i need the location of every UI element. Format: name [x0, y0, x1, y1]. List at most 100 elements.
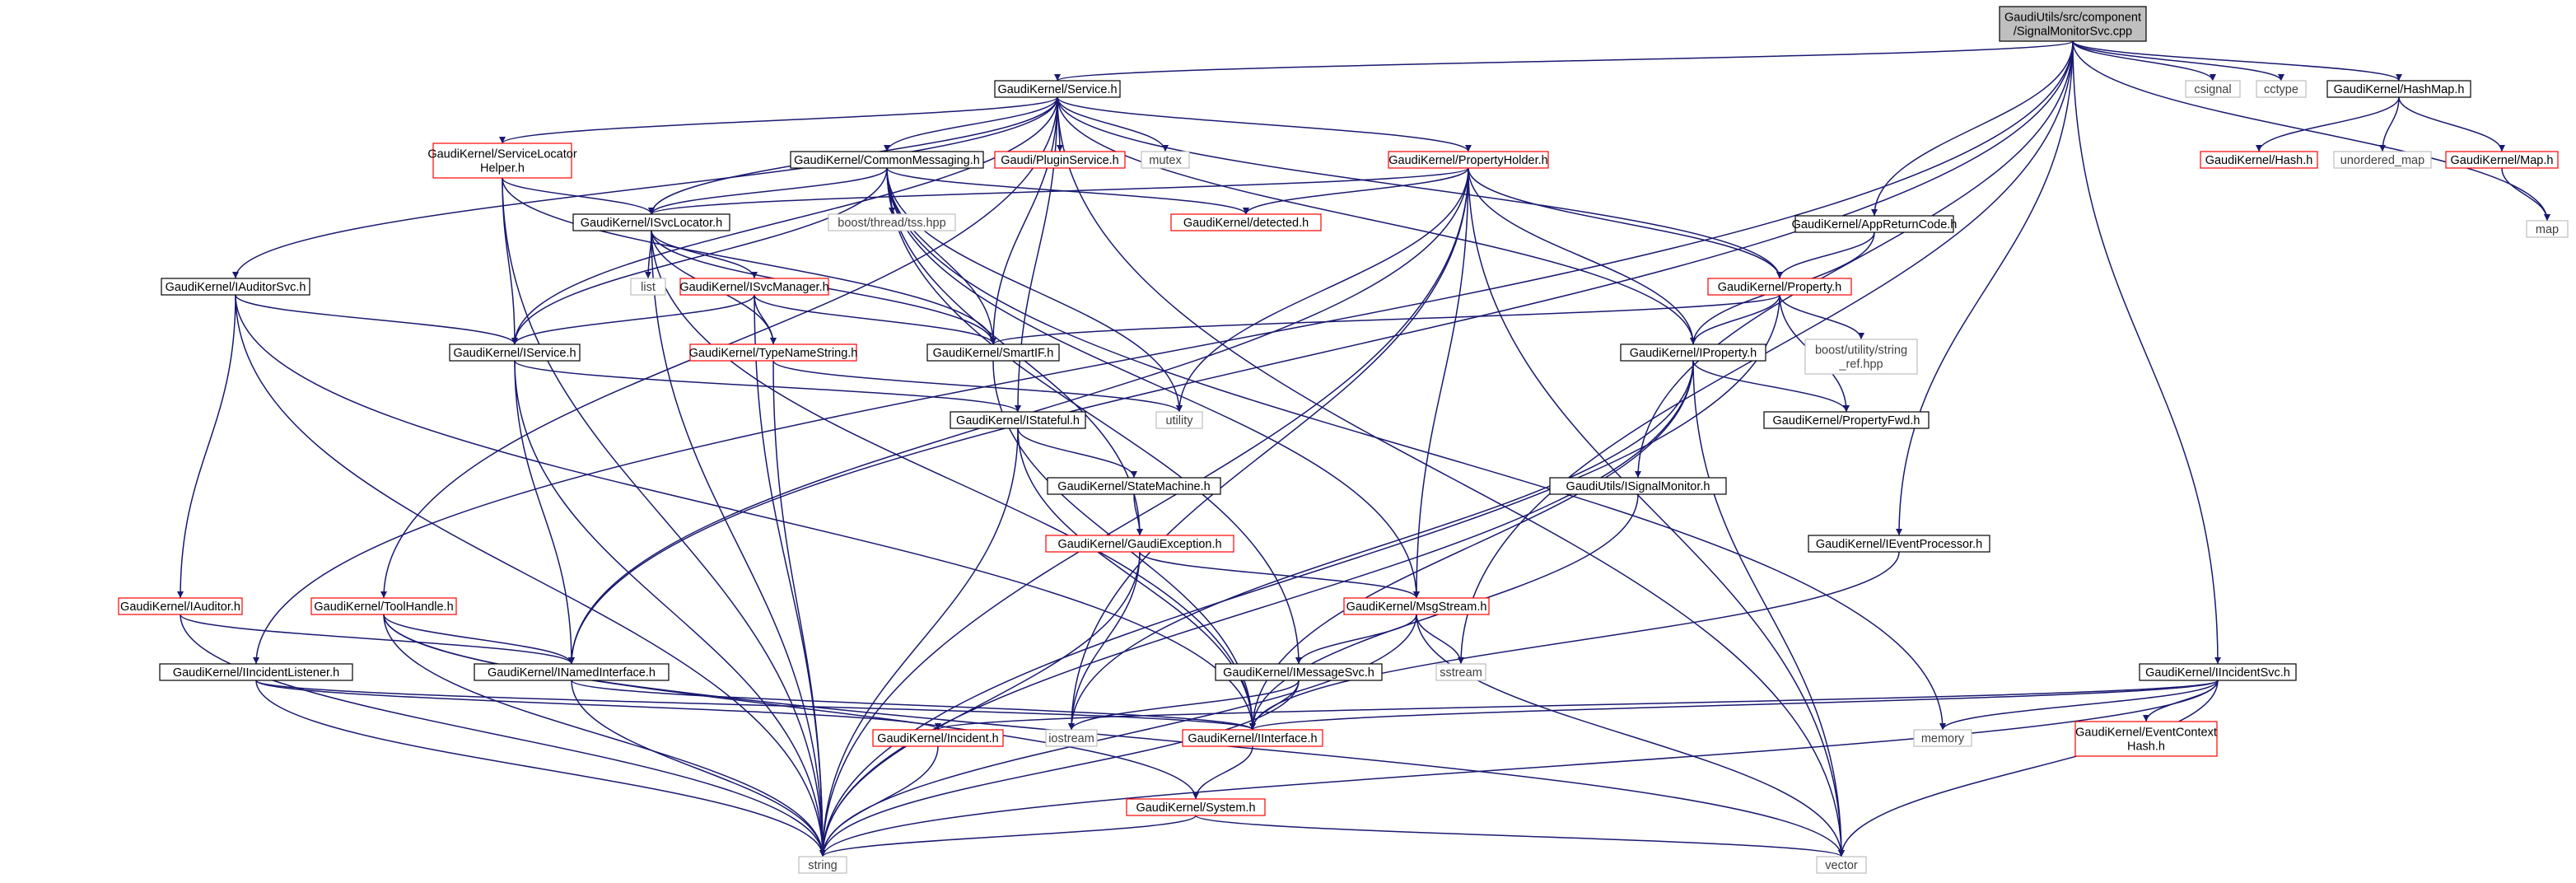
edge-propertyholder_h-to-isvclocator_h [648, 167, 1469, 215]
node-csignal: csignal [2185, 80, 2241, 98]
edge-line [772, 360, 826, 857]
edge-propertyholder_h-to-utility [1176, 167, 1469, 413]
edge-line [1057, 96, 1783, 279]
node-box [1999, 6, 2147, 42]
node-iincidentlistener_h[interactable]: GaudiKernel/IIncidentListener.h [159, 663, 353, 681]
node-box [1435, 663, 1486, 681]
edge-root-to-appreturncode_h [1871, 40, 2074, 217]
edge-line [1015, 96, 1058, 413]
node-istateful_h[interactable]: GaudiKernel/IStateful.h [950, 411, 1086, 429]
node-box [159, 663, 353, 681]
node-iproperty_h[interactable]: GaudiKernel/IProperty.h [1620, 343, 1766, 362]
node-box [1045, 535, 1234, 553]
node-label: GaudiKernel/IService.h [453, 347, 576, 360]
node-box [1549, 477, 1727, 495]
node-label: GaudiKernel/ServiceLocator [427, 148, 577, 161]
node-iincidentsvc_h[interactable]: GaudiKernel/IIncidentSvc.h [2139, 663, 2297, 681]
edge-property_h-to-string [819, 294, 1780, 857]
edge-iservice_h-to-inamedinterface_h [514, 360, 575, 665]
edge-root-to-iincidentlistener_h [253, 40, 2074, 665]
node-propertyfwd_h[interactable]: GaudiKernel/PropertyFwd.h [1763, 411, 1930, 429]
node-label: map [2536, 223, 2559, 236]
edge-isvclocator_h-to-string [651, 230, 826, 857]
node-gaudiexception_h[interactable]: GaudiKernel/GaudiException.h [1045, 535, 1234, 553]
node-service_h[interactable]: GaudiKernel/Service.h [994, 80, 1121, 98]
edge-line [502, 177, 655, 215]
node-commonmessaging_h[interactable]: GaudiKernel/CommonMessaging.h [790, 151, 984, 169]
edge-hashmap_h-to-unordered_map [2379, 96, 2400, 152]
node-root[interactable]: GaudiUtils/src/component/SignalMonitorSv… [1999, 6, 2147, 42]
edge-appreturncode_h-to-property_h [1776, 231, 1875, 279]
edge-line [511, 96, 1058, 345]
edge-line [2072, 40, 2284, 82]
edge-line [571, 680, 826, 857]
edge-iincidentsvc_h-to-incident_h [935, 680, 2219, 731]
edge-line [1838, 680, 2219, 857]
node-typenamestring_h[interactable]: GaudiKernel/TypeNameString.h [689, 343, 858, 362]
node-detected_h[interactable]: GaudiKernel/detected.h [1170, 213, 1322, 231]
node-propertyholder_h[interactable]: GaudiKernel/PropertyHolder.h [1388, 151, 1549, 169]
edge-line [180, 614, 575, 665]
node-iauditor_h[interactable]: GaudiKernel/IAuditor.h [118, 597, 243, 615]
node-isvclocator_h[interactable]: GaudiKernel/ISvcLocator.h [572, 213, 730, 231]
node-label: GaudiKernel/IStateful.h [956, 414, 1080, 427]
edge-property_h-to-iproperty_h [1690, 294, 1780, 345]
edge-line [1458, 40, 2074, 665]
node-iauditorsvc_h[interactable]: GaudiKernel/IAuditorSvc.h [161, 278, 310, 296]
node-label: GaudiKernel/Map.h [2451, 154, 2554, 167]
node-box [1170, 213, 1322, 231]
edge-line [1413, 167, 1469, 599]
node-msgstream_h[interactable]: GaudiKernel/MsgStream.h [1343, 597, 1490, 615]
edge-propertyholder_h-to-vector [1468, 167, 1845, 857]
edge-iauditorsvc_h-to-string [235, 294, 826, 857]
edge-line [235, 294, 826, 857]
node-label: memory [1921, 732, 1965, 745]
node-inamedinterface_h[interactable]: GaudiKernel/INamedInterface.h [474, 663, 670, 681]
node-hashmap_h[interactable]: GaudiKernel/HashMap.h [2326, 80, 2471, 98]
edge-msgstream_h-to-vector [1416, 614, 1845, 857]
edge-map_h-to-map [2501, 167, 2550, 222]
node-isignalmonitor_h[interactable]: GaudiUtils/ISignalMonitor.h [1549, 477, 1727, 495]
node-system_h[interactable]: GaudiKernel/System.h [1126, 798, 1266, 816]
node-threadtss: boost/thread/tss.hpp [828, 213, 956, 231]
node-pluginservice_h[interactable]: Gaudi/PluginService.h [994, 151, 1126, 169]
node-incident_h[interactable]: GaudiKernel/Incident.h [872, 729, 1004, 747]
node-hash_h[interactable]: GaudiKernel/Hash.h [2200, 151, 2318, 169]
edge-service_h-to-iservice_h [511, 96, 1058, 345]
node-imessagesvc_h[interactable]: GaudiKernel/IMessageSvc.h [1215, 663, 1383, 681]
edge-service_h-to-svclocatorhelper_h [499, 96, 1058, 144]
node-box [1343, 597, 1490, 615]
node-label: /SignalMonitorSvc.cpp [2014, 26, 2132, 39]
edge-service_h-to-vector [1057, 96, 1845, 857]
node-statemachine_h[interactable]: GaudiKernel/StateMachine.h [1047, 477, 1221, 495]
node-map_h[interactable]: GaudiKernel/Map.h [2445, 151, 2559, 169]
node-cctype: cctype [2256, 80, 2307, 98]
node-iinterface_h[interactable]: GaudiKernel/IInterface.h [1182, 729, 1323, 747]
edge-line [1416, 614, 1845, 857]
node-box [310, 597, 457, 615]
edge-root-to-map [2072, 40, 2550, 222]
node-box [432, 142, 572, 179]
node-appreturncode_h[interactable]: GaudiKernel/AppReturnCode.h [1792, 215, 1958, 233]
edge-line [1057, 96, 1472, 152]
edge-service_h-to-property_h [1057, 96, 1783, 279]
node-toolhandle_h[interactable]: GaudiKernel/ToolHandle.h [310, 597, 457, 615]
node-smartif_h[interactable]: GaudiKernel/SmartIF.h [926, 343, 1060, 362]
edge-line [180, 614, 826, 857]
node-box [1215, 663, 1383, 681]
node-box [872, 729, 1004, 747]
edge-line [177, 294, 236, 599]
node-isvcmanager_h[interactable]: GaudiKernel/ISvcManager.h [679, 278, 829, 296]
edge-service_h-to-smartif_h [990, 96, 1058, 345]
edge-line [1057, 96, 1169, 152]
edge-line [1195, 815, 1845, 857]
node-string: string [798, 856, 847, 874]
node-box [2139, 663, 2297, 681]
node-iservice_h[interactable]: GaudiKernel/IService.h [449, 343, 581, 362]
node-property_h[interactable]: GaudiKernel/Property.h [1707, 278, 1852, 296]
node-ieventprocessor_h[interactable]: GaudiKernel/IEventProcessor.h [1808, 535, 1990, 553]
edge-root-to-csignal [2072, 40, 2216, 82]
node-label: boost/thread/tss.hpp [838, 217, 945, 230]
